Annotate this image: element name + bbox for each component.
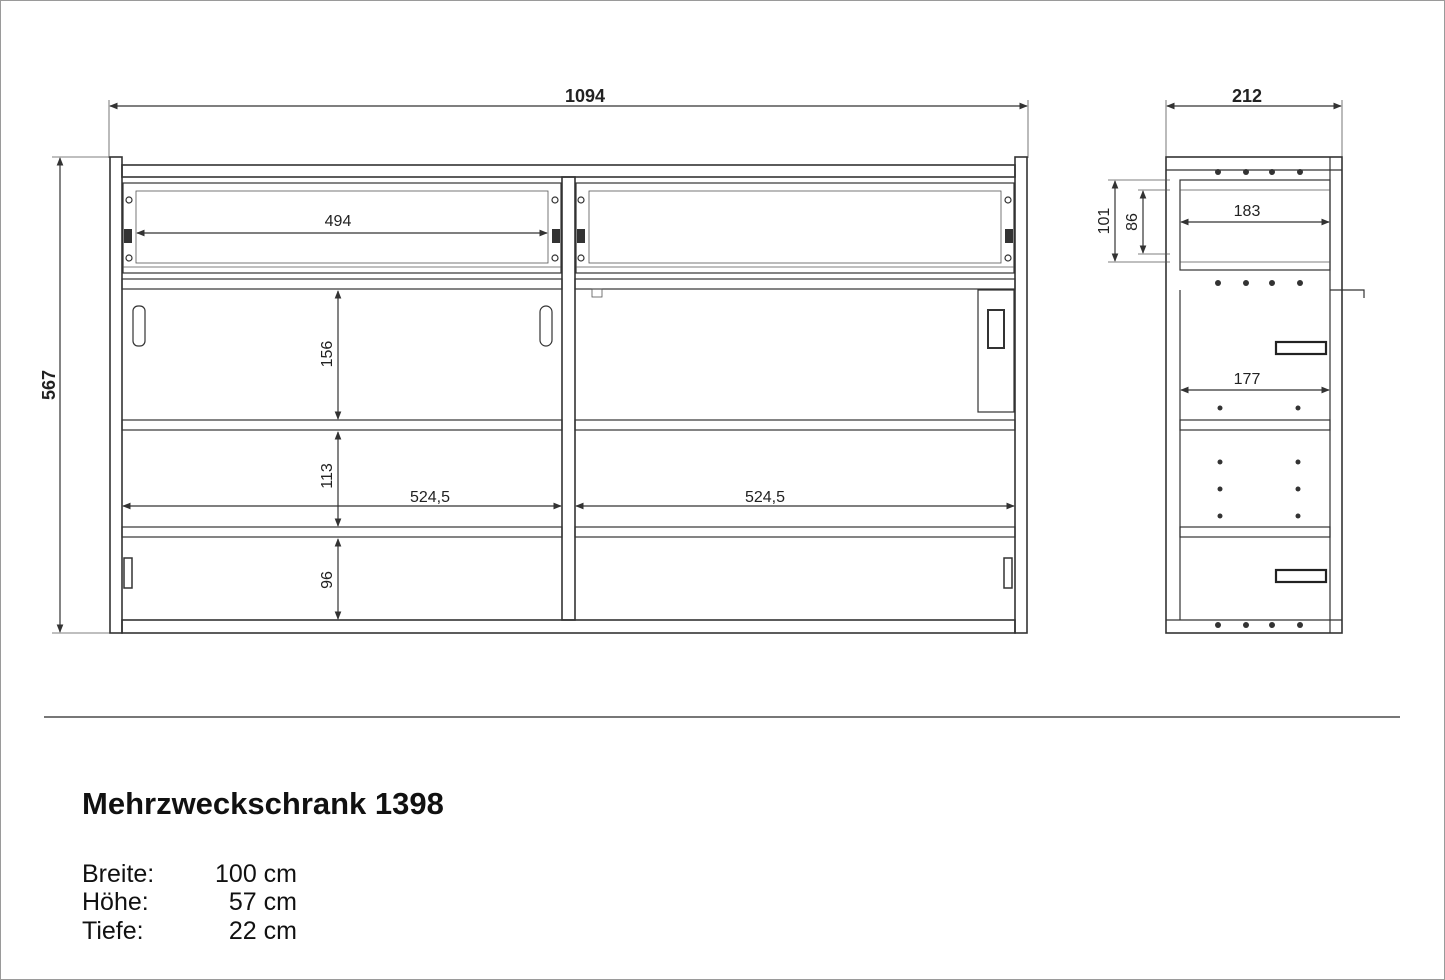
hole-icon bbox=[1297, 169, 1303, 175]
height-dimension-label: 567 bbox=[39, 370, 59, 400]
shelf-upper-left bbox=[121, 278, 563, 290]
hinge-icon bbox=[1274, 568, 1328, 584]
hole-icon bbox=[1215, 622, 1221, 628]
shelf-lower-left bbox=[121, 526, 563, 538]
hole-icon bbox=[1217, 459, 1223, 465]
drawer-width-label: 494 bbox=[325, 213, 352, 230]
shelf-width-left-label: 524,5 bbox=[410, 489, 450, 506]
top-panel bbox=[121, 164, 1016, 178]
hole-icon bbox=[1295, 486, 1301, 492]
spec-value: 22 cm bbox=[228, 917, 297, 945]
hole-icon bbox=[1217, 513, 1223, 519]
spec-label: Tiefe: bbox=[82, 917, 144, 945]
shelf-lower-right bbox=[574, 526, 1016, 538]
product-title: Mehrzweckschrank 1398 bbox=[82, 786, 444, 821]
side-drawer-depth-label: 183 bbox=[1234, 203, 1261, 220]
hinge-icon bbox=[132, 305, 146, 347]
drawer-runner-icon bbox=[1005, 229, 1013, 243]
drawer-runner-icon bbox=[124, 229, 132, 243]
clip-icon bbox=[591, 288, 603, 298]
hole-icon bbox=[1215, 169, 1221, 175]
screw-icon bbox=[125, 254, 133, 262]
hole-icon bbox=[1217, 486, 1223, 492]
hole-icon bbox=[1297, 280, 1303, 286]
width-dimension-label: 1094 bbox=[565, 86, 605, 106]
handle-slot-icon bbox=[539, 305, 553, 347]
hole-icon bbox=[1243, 280, 1249, 286]
shelf-upper-right bbox=[574, 278, 1016, 290]
hole-icon bbox=[1269, 169, 1275, 175]
hole-icon bbox=[1295, 513, 1301, 519]
screw-icon bbox=[1004, 196, 1012, 204]
spec-value: 57 cm bbox=[228, 888, 297, 916]
hinge-icon bbox=[1274, 340, 1328, 356]
front-view: 1094 567 494 bbox=[39, 86, 1029, 634]
drawer-runner-icon bbox=[577, 229, 585, 243]
screw-icon bbox=[551, 254, 559, 262]
side-drawer bbox=[1179, 179, 1331, 271]
side-shelf-lower bbox=[1179, 526, 1331, 538]
lower-compartment-label: 96 bbox=[319, 571, 336, 589]
hole-icon bbox=[1269, 280, 1275, 286]
screw-icon bbox=[551, 196, 559, 204]
bottom-panel bbox=[121, 619, 1016, 634]
screw-icon bbox=[1004, 254, 1012, 262]
hole-icon bbox=[1215, 280, 1221, 286]
drawer-left bbox=[122, 182, 562, 274]
side-view: 212 101 86 183 bbox=[1096, 86, 1365, 634]
door-swing-line bbox=[1330, 289, 1365, 298]
hole-icon bbox=[1295, 405, 1301, 411]
shelf-width-right-label: 524,5 bbox=[745, 489, 785, 506]
drawer-runner-icon bbox=[552, 229, 560, 243]
screw-icon bbox=[125, 196, 133, 204]
upper-compartment-label: 156 bbox=[319, 341, 336, 368]
hinge-plate bbox=[977, 289, 1015, 413]
hole-icon bbox=[1217, 405, 1223, 411]
shelf-middle-right bbox=[574, 419, 1016, 431]
side-shelf-depth-label: 177 bbox=[1234, 371, 1261, 388]
right-side-panel bbox=[1014, 156, 1028, 634]
drawer-left-inner bbox=[135, 190, 549, 264]
spec-label: Höhe: bbox=[82, 888, 149, 916]
hole-icon bbox=[1295, 459, 1301, 465]
shelf-middle-left bbox=[121, 419, 563, 431]
hole-icon bbox=[1243, 622, 1249, 628]
hole-icon bbox=[1243, 169, 1249, 175]
center-divider bbox=[561, 176, 576, 621]
middle-compartment-label: 113 bbox=[319, 463, 336, 489]
left-side-panel bbox=[109, 156, 123, 634]
hinge-icon bbox=[1003, 557, 1013, 589]
side-shelf-middle bbox=[1179, 419, 1331, 431]
spec-label: Breite: bbox=[82, 860, 155, 888]
screw-icon bbox=[577, 254, 585, 262]
side-drawer-outer-height-label: 101 bbox=[1096, 208, 1113, 235]
drawer-right-inner bbox=[588, 190, 1002, 264]
hole-icon bbox=[1297, 622, 1303, 628]
side-panel-outline bbox=[1165, 156, 1343, 634]
spec-value: 100 cm bbox=[215, 860, 297, 888]
hinge-icon bbox=[987, 309, 1005, 349]
depth-dimension-label: 212 bbox=[1232, 86, 1262, 106]
side-drawer-inner-height-label: 86 bbox=[1124, 213, 1141, 231]
hole-icon bbox=[1269, 622, 1275, 628]
screw-icon bbox=[577, 196, 585, 204]
drawer-right bbox=[575, 182, 1015, 274]
hinge-icon bbox=[123, 557, 133, 589]
